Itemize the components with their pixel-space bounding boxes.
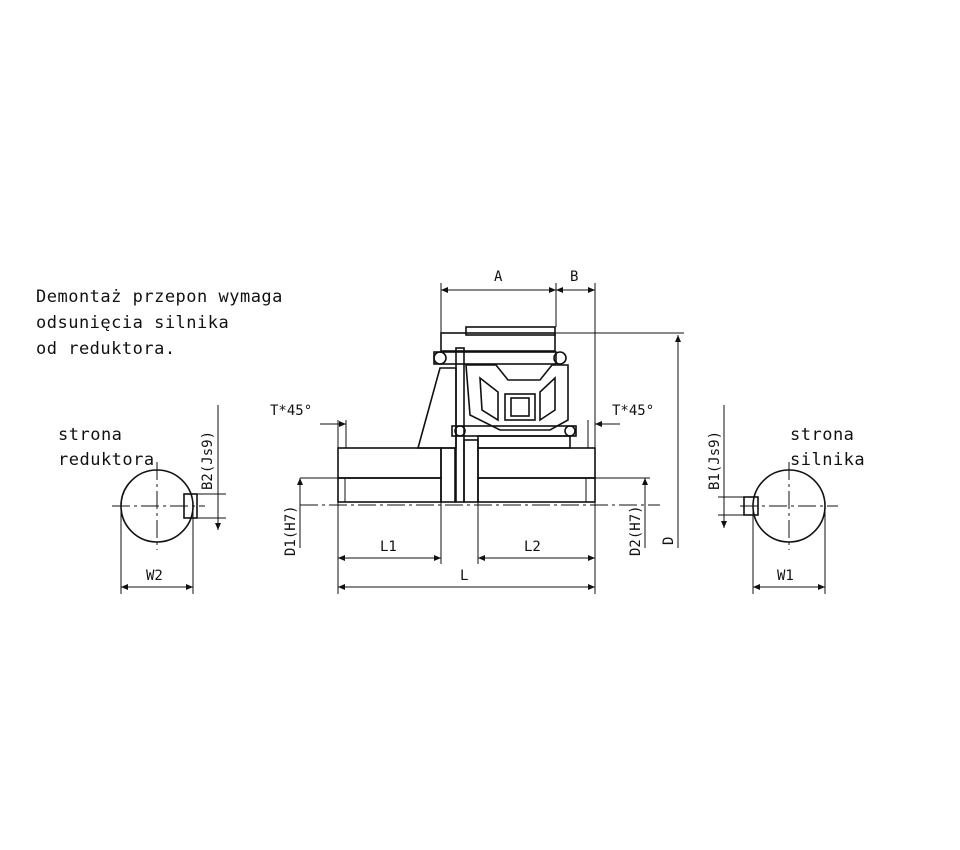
left-side-label-1: strona [58,425,122,445]
note-line-3: od reduktora. [36,339,176,359]
right-side-label-2: silnika [790,450,865,470]
dim-D: D [661,537,677,545]
dim-T-left: T*45° [270,403,312,419]
dim-L2: L2 [524,539,541,555]
left-hub-end-view: B2(Js9) W2 [112,405,226,594]
dim-L1: L1 [380,539,397,555]
dim-A: A [494,269,503,285]
dim-B1: B1(Js9) [707,431,723,490]
note-line-1: Demontaż przepon wymaga [36,287,283,307]
dim-W1: W1 [777,568,794,584]
dim-T-right: T*45° [612,403,654,419]
dim-L: L [460,568,468,584]
dim-D2: D2(H7) [628,505,644,556]
dim-group-diameters: D1(H7) D2(H7) D [283,332,684,556]
dim-group-lengths: L1 L2 L [337,502,596,594]
coupling-section-view [300,326,660,506]
dim-B2: B2(Js9) [200,431,216,490]
dim-W2: W2 [146,568,163,584]
note-line-2: odsunięcia silnika [36,313,229,333]
right-side-label-1: strona [790,425,854,445]
right-hub-end-view: B1(Js9) W1 [707,405,838,594]
left-side-label-2: reduktora [58,450,155,470]
dim-group-top: A B [440,269,596,448]
dim-B: B [570,269,578,285]
disassembly-note: Demontaż przepon wymaga odsunięcia silni… [36,287,283,359]
dim-D1: D1(H7) [283,505,299,556]
